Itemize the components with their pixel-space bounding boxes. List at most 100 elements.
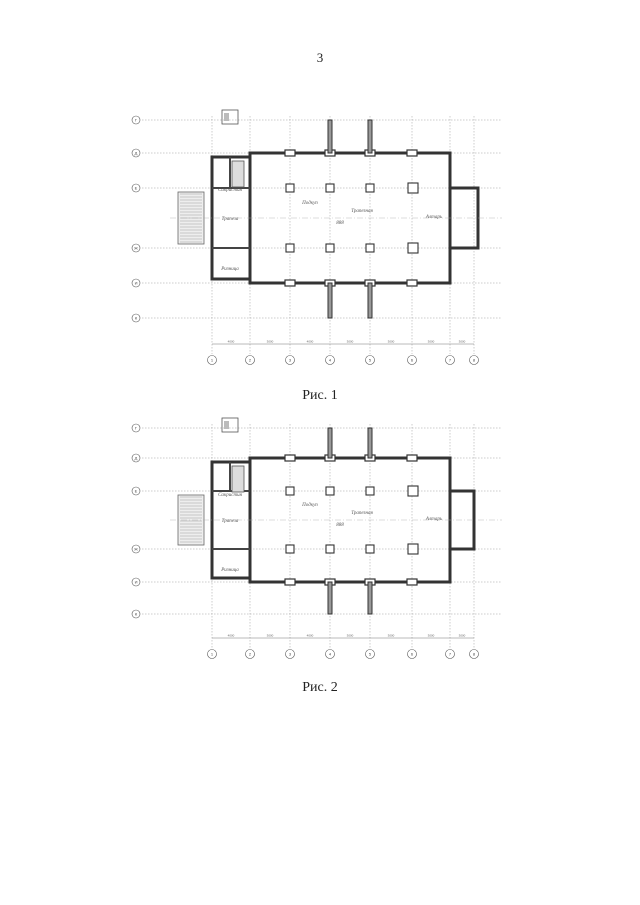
nave-column bbox=[365, 183, 375, 193]
row-axis-marker bbox=[131, 278, 141, 288]
row-axis-marker bbox=[131, 486, 141, 496]
row-axis-label: Ж bbox=[134, 547, 138, 552]
room-label-nave-right: Трапезная bbox=[351, 511, 373, 516]
nave-column bbox=[325, 243, 335, 253]
row-axis-label: И bbox=[135, 281, 138, 286]
buttress-south bbox=[367, 581, 373, 615]
col-axis-marker bbox=[207, 355, 217, 365]
pilaster-south bbox=[284, 279, 296, 287]
row-axis-marker bbox=[131, 453, 141, 463]
room-label-upper-left: Сакристия bbox=[218, 493, 243, 498]
room-label-center-mark: 888 bbox=[336, 523, 344, 528]
row-axis-label: К bbox=[135, 316, 138, 321]
nave-column bbox=[285, 544, 295, 554]
col-axis-marker bbox=[365, 649, 375, 659]
col-axis-marker bbox=[469, 649, 479, 659]
pilaster-north bbox=[406, 149, 418, 157]
buttress-south bbox=[367, 282, 373, 319]
room-label-nave: Подкуп bbox=[301, 503, 318, 508]
page-number: 3 bbox=[316, 50, 324, 65]
col-axis-label: 3 bbox=[289, 652, 292, 657]
pilaster-south bbox=[406, 279, 418, 287]
col-axis-marker bbox=[445, 355, 455, 365]
dimension-label: 4000 bbox=[307, 340, 314, 344]
row-axis-label: Г bbox=[135, 426, 138, 431]
buttresses bbox=[327, 119, 373, 319]
room-label-nave-right: Трапезная bbox=[351, 209, 373, 214]
room-label-lower-left: Ризница bbox=[220, 267, 239, 272]
dimension-label: 4000 bbox=[307, 634, 314, 638]
porch-hatching bbox=[180, 496, 202, 543]
col-axis-label: 5 bbox=[369, 358, 372, 363]
dimension-label: 3000 bbox=[428, 340, 435, 344]
col-axis-label: 1 bbox=[211, 652, 214, 657]
dimension-label: 3000 bbox=[347, 634, 354, 638]
nave-column bbox=[285, 243, 295, 253]
row-axis-marker bbox=[131, 544, 141, 554]
col-axis-marker bbox=[325, 355, 335, 365]
col-axis-marker bbox=[365, 355, 375, 365]
dimension-label: 3000 bbox=[267, 634, 274, 638]
nave-column bbox=[365, 486, 375, 496]
col-axis-label: 2 bbox=[249, 652, 252, 657]
room-label-center-left: Трапеза bbox=[222, 519, 239, 524]
nave-column bbox=[285, 183, 295, 193]
dimension-label: 3000 bbox=[267, 340, 274, 344]
dimension-label: 3000 bbox=[459, 634, 466, 638]
east-pier bbox=[407, 485, 419, 497]
row-axis-label: Е bbox=[135, 489, 138, 494]
legend-swatch bbox=[224, 113, 229, 121]
east-pier bbox=[407, 543, 419, 555]
col-axis-label: 7 bbox=[449, 358, 452, 363]
pilaster-south bbox=[406, 578, 418, 586]
col-axis-marker bbox=[407, 355, 417, 365]
row-axis-label: Г bbox=[135, 118, 138, 123]
partitions bbox=[212, 157, 250, 249]
nave-column bbox=[325, 486, 335, 496]
dimension-label: 3000 bbox=[388, 634, 395, 638]
nave-column bbox=[285, 486, 295, 496]
col-axis-label: 8 bbox=[473, 358, 476, 363]
row-axis-marker bbox=[131, 183, 141, 193]
row-axis-marker bbox=[131, 609, 141, 619]
row-axis-label: И bbox=[135, 580, 138, 585]
room-label-center-left: Трапеза bbox=[222, 217, 239, 222]
col-axis-marker bbox=[207, 649, 217, 659]
figure-caption-2: Рис. 2 bbox=[302, 680, 338, 695]
row-axis-marker bbox=[131, 423, 141, 433]
legend-block bbox=[221, 417, 239, 433]
row-axis-marker bbox=[131, 243, 141, 253]
room-label-upper-left: Сакристия bbox=[218, 188, 243, 193]
buttress-north bbox=[367, 427, 373, 459]
row-axis-label: Д bbox=[135, 151, 138, 156]
dimension-label: 3000 bbox=[428, 634, 435, 638]
row-axis-marker bbox=[131, 313, 141, 323]
dimension-label: 4000 bbox=[228, 340, 235, 344]
room-label-apse: Алтарь bbox=[425, 517, 443, 522]
col-axis-marker bbox=[469, 355, 479, 365]
room-label-nave: Подкуп bbox=[301, 201, 318, 206]
nave-columns bbox=[285, 485, 419, 555]
nave-column bbox=[365, 544, 375, 554]
col-axis-marker bbox=[407, 649, 417, 659]
row-axis-marker bbox=[131, 148, 141, 158]
pilaster-south bbox=[284, 578, 296, 586]
figure-caption-1: Рис. 1 bbox=[302, 388, 338, 403]
dimension-label: 3000 bbox=[459, 340, 466, 344]
col-axis-label: 6 bbox=[411, 358, 414, 363]
buttress-north bbox=[327, 119, 333, 154]
col-axis-label: 5 bbox=[369, 652, 372, 657]
col-axis-marker bbox=[245, 355, 255, 365]
stair-block bbox=[231, 465, 245, 493]
buttress-south bbox=[327, 282, 333, 319]
row-axis-label: Д bbox=[135, 456, 138, 461]
room-label-apse: Алтарь bbox=[425, 215, 443, 220]
buttress-south bbox=[327, 581, 333, 615]
stair-block bbox=[231, 160, 245, 188]
col-axis-label: 4 bbox=[329, 358, 332, 363]
pilaster-north bbox=[284, 454, 296, 462]
